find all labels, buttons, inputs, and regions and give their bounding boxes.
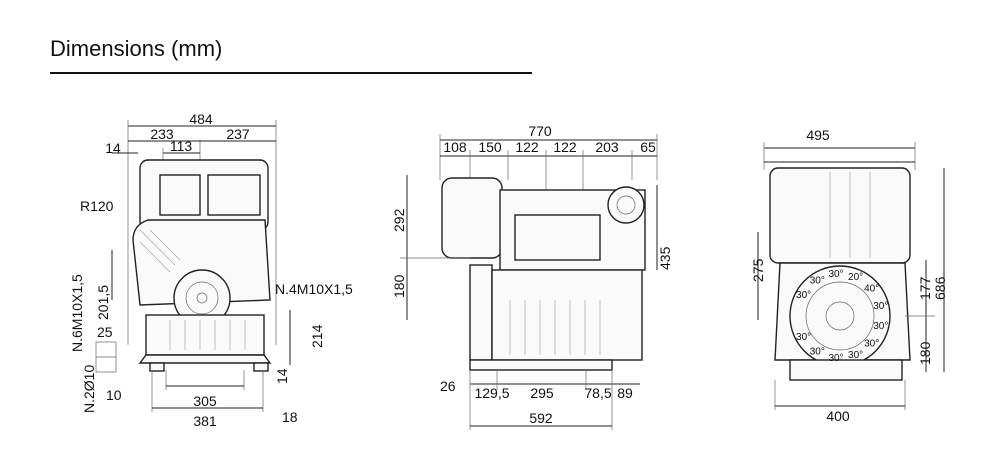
side-dim-89: 89 xyxy=(617,385,633,401)
rear-angle-label: 30° xyxy=(828,353,843,364)
front-dim-237: 237 xyxy=(226,126,250,142)
rear-angle-label: 30° xyxy=(864,339,879,350)
front-view: 484 233 237 113 14 R120 201,5 N.6M10X1,5… xyxy=(69,111,353,429)
side-dim-180: 180 xyxy=(391,274,407,298)
side-dim-78-5: 78,5 xyxy=(584,385,611,401)
side-dim-108: 108 xyxy=(443,139,467,155)
rear-dim-686: 686 xyxy=(932,276,948,300)
rear-angle-labels: 30°30°30°20°40°30°30°30°30°30°30°30° xyxy=(796,269,888,364)
front-dim-14-top: 14 xyxy=(105,140,121,156)
rear-dim-180: 180 xyxy=(917,341,933,365)
rear-dim-400: 400 xyxy=(826,408,850,424)
front-dim-201-5: 201,5 xyxy=(95,285,111,320)
front-dim-214: 214 xyxy=(309,324,325,348)
rear-angle-label: 30° xyxy=(810,276,825,287)
side-dim-435: 435 xyxy=(657,246,673,270)
rear-dim-177: 177 xyxy=(917,276,933,300)
side-dim-65: 65 xyxy=(640,139,656,155)
side-view: 770 108 150 122 122 203 65 292 180 435 2… xyxy=(391,123,673,430)
rear-view: 495 30°30°30°20°40°30°30°30°30°30°30°30°… xyxy=(750,127,948,424)
rear-angle-label: 20° xyxy=(848,272,863,283)
side-dim-592: 592 xyxy=(529,410,553,426)
title-underline xyxy=(50,72,532,74)
front-dim-r120: R120 xyxy=(80,198,114,214)
front-dim-233: 233 xyxy=(150,126,174,142)
front-hole-count: N.2Ø10 xyxy=(81,365,97,413)
front-thread-right: N.4M10X1,5 xyxy=(275,281,353,297)
side-dim-122a: 122 xyxy=(515,139,539,155)
rear-angle-label: 30° xyxy=(796,332,811,343)
front-dim-25: 25 xyxy=(97,324,113,340)
front-dim-18: 18 xyxy=(282,409,298,425)
front-dim-305: 305 xyxy=(193,393,217,409)
side-dim-122b: 122 xyxy=(553,139,577,155)
rear-dim-495: 495 xyxy=(806,127,830,143)
front-dim-10: 10 xyxy=(106,387,122,403)
side-dim-292: 292 xyxy=(391,208,407,232)
rear-angle-label: 30° xyxy=(828,269,843,280)
rear-angle-label: 30° xyxy=(810,346,825,357)
front-dim-113: 113 xyxy=(170,138,193,154)
front-dim-14-foot: 14 xyxy=(274,368,290,384)
front-thread-left: N.6M10X1,5 xyxy=(69,274,85,352)
rear-angle-label: 30° xyxy=(796,290,811,301)
front-dim-381: 381 xyxy=(193,413,217,429)
side-dim-26: 26 xyxy=(440,378,456,394)
side-dim-295: 295 xyxy=(530,385,554,401)
side-dim-129-5: 129,5 xyxy=(474,385,509,401)
side-dim-150: 150 xyxy=(478,139,502,155)
rear-angle-label: 30° xyxy=(848,350,863,361)
rear-angle-label: 40° xyxy=(864,284,879,295)
side-dim-203: 203 xyxy=(595,139,619,155)
page-title: Dimensions (mm) xyxy=(50,36,223,61)
side-dim-770: 770 xyxy=(528,123,552,139)
rear-angle-label: 30° xyxy=(873,321,888,332)
front-dim-484: 484 xyxy=(189,111,213,127)
rear-angle-label: 30° xyxy=(873,301,888,312)
rear-dim-275: 275 xyxy=(750,258,766,282)
